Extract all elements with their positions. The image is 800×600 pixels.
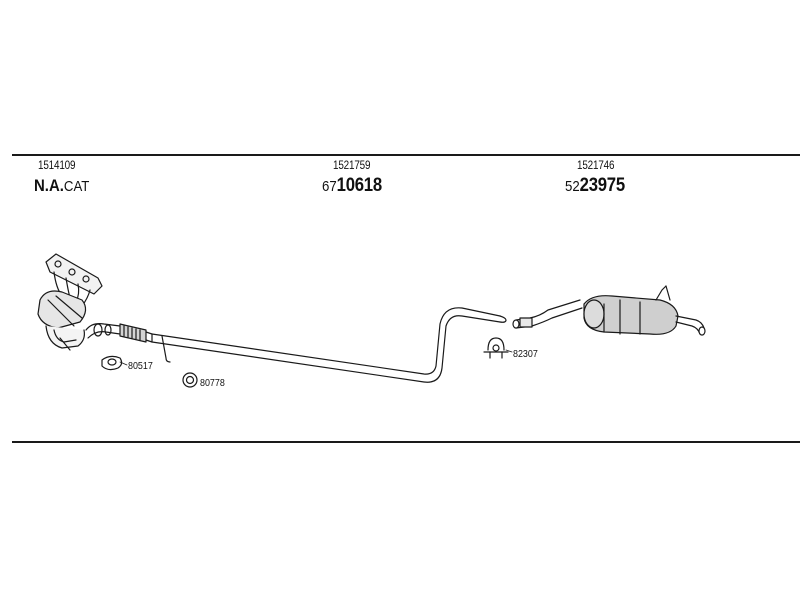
rear-silencer-icon <box>512 285 706 336</box>
part-code-2: 6710618 <box>322 175 382 197</box>
part-number-2: 1521759 <box>333 160 371 172</box>
part-code-3-prefix: 52 <box>565 178 580 195</box>
gasket-icon <box>101 355 123 371</box>
part-code-3: 5223975 <box>565 175 625 197</box>
part-code-2-main: 10618 <box>336 175 382 196</box>
accessory-label-80778: 80778 <box>200 377 225 389</box>
ring-seal-icon <box>182 372 198 388</box>
part-code-3-main: 23975 <box>579 175 625 196</box>
part-code-2-prefix: 67 <box>322 178 337 195</box>
clamp-icon <box>483 337 509 359</box>
part-code-1-bold: N.A. <box>34 176 64 195</box>
center-pipe-icon <box>151 307 507 383</box>
manifold-catalyst-icon <box>37 253 103 351</box>
part-number-1: 1514109 <box>38 160 76 172</box>
connector-pipe-icon <box>85 323 153 343</box>
part-code-1-suffix: CAT <box>63 178 90 195</box>
top-divider <box>12 154 800 156</box>
bottom-divider <box>12 441 800 443</box>
part-number-3: 1521746 <box>577 160 615 172</box>
part-code-1: N.A.CAT <box>34 176 89 196</box>
accessory-label-80517: 80517 <box>128 360 153 372</box>
accessory-label-82307: 82307 <box>513 348 538 360</box>
